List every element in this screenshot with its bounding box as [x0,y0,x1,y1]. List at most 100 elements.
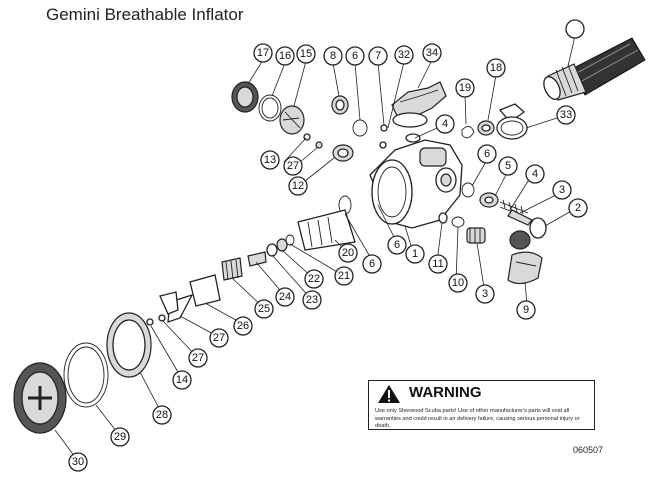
callout-24: 25 [254,299,274,319]
callout-12: 12 [288,176,308,196]
lower-middle-parts [438,212,486,244]
callout-5: 5 [498,156,518,176]
svg-text:26: 26 [237,320,249,332]
callout-23: 24 [275,287,295,307]
svg-text:3: 3 [482,288,488,300]
callout-6-right: 6 [477,144,497,164]
svg-text:4: 4 [532,168,538,180]
callout-25: 26 [233,316,253,336]
callout-18: 19 [455,78,475,98]
callout-29: 29 [110,427,130,447]
svg-text:30: 30 [72,456,84,468]
warning-box: WARNING Use only Sherwood Scuba parts! U… [368,380,595,430]
callout-7: 7 [368,46,388,66]
svg-text:29: 29 [114,431,126,443]
svg-text:23: 23 [306,294,318,306]
callout-30: 30 [68,452,88,472]
svg-text:13: 13 [264,154,276,166]
svg-text:34: 34 [426,47,438,59]
right-button-assembly [461,182,547,250]
svg-text:25: 25 [258,303,270,315]
callout-4-top: 4 [435,114,455,134]
svg-text:32: 32 [398,49,410,61]
svg-text:11: 11 [432,258,443,270]
callout-31: 32 [394,45,414,65]
svg-text:27: 27 [192,352,204,364]
callout-8: 8 [323,46,343,66]
svg-text:14: 14 [176,374,188,386]
purge-button [507,251,543,285]
callout-13-top: 13 [260,150,280,170]
svg-text:20: 20 [342,247,354,259]
callout-19: 20 [338,243,358,263]
top-small-rings [331,95,421,149]
callout-4-right: 4 [525,164,545,184]
right-top-parts [461,103,528,140]
callout-11: 11 [428,254,448,274]
upper-small-parts [303,133,354,162]
main-housing [369,139,463,229]
callout-34 [565,19,585,39]
valve-stem-train [146,195,356,326]
svg-text:7: 7 [375,50,381,62]
callout-3-right: 3 [552,180,572,200]
callout-2: 2 [568,198,588,218]
callout-9: 9 [516,300,536,320]
svg-text:28: 28 [156,409,168,421]
front-cover-assembly [13,312,152,434]
svg-text:9: 9 [523,304,529,316]
callout-1: 1 [405,244,425,264]
callout-17: 18 [486,58,506,78]
svg-text:2: 2 [575,202,581,214]
svg-text:4: 4 [442,118,448,130]
svg-text:6: 6 [369,258,375,270]
callout-6-mid: 6 [387,235,407,255]
cap-and-diaphragm [231,81,305,135]
callout-32: 33 [556,105,576,125]
svg-text:6: 6 [394,239,400,251]
callout-33: 34 [422,43,442,63]
callout-27-bottom: 27 [188,348,208,368]
callout-6-low: 6 [362,254,382,274]
callout-14: 15 [296,44,316,64]
svg-text:8: 8 [330,50,336,62]
svg-text:6: 6 [352,50,358,62]
callout-13-bottom: 14 [172,370,192,390]
svg-text:27: 27 [287,160,299,172]
callout-3-bottom: 3 [475,284,495,304]
svg-text:16: 16 [279,50,291,62]
svg-text:18: 18 [490,62,502,74]
svg-text:3: 3 [559,184,565,196]
callout-15: 16 [275,46,295,66]
warning-triangle-icon [378,385,400,403]
warning-title: WARNING [409,384,482,401]
svg-text:21: 21 [338,270,350,282]
callout-21: 22 [304,269,324,289]
diagram-title: Gemini Breathable Inflator [46,5,244,24]
callout-22: 23 [302,290,322,310]
svg-text:17: 17 [257,47,269,59]
svg-text:22: 22 [308,273,320,285]
lower-clip [159,291,179,315]
svg-text:15: 15 [300,48,312,60]
svg-text:19: 19 [459,82,471,94]
hose-assembly [543,37,646,101]
drawing-code: 060507 [573,445,604,455]
callout-6-top: 6 [345,46,365,66]
callout-10: 10 [448,273,468,293]
exhaust-tee [391,81,447,128]
svg-text:5: 5 [505,160,511,172]
svg-text:27: 27 [213,332,225,344]
svg-text:6: 6 [484,148,490,160]
warning-text: Use only Sherwood Scuba parts! Use of ot… [375,408,580,429]
svg-text:1: 1 [412,248,418,260]
callout-26: 27 [209,328,229,348]
svg-text:33: 33 [560,109,572,121]
callout-20: 21 [334,266,354,286]
svg-text:12: 12 [292,180,304,192]
svg-text:24: 24 [279,291,291,303]
callout-28: 28 [152,405,172,425]
warning-header: WARNING [369,381,594,405]
callout-16: 17 [253,43,273,63]
